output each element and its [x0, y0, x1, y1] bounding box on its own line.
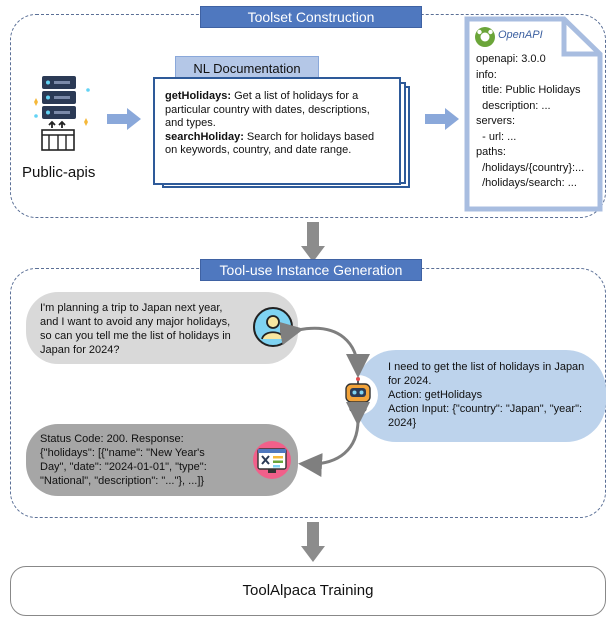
openapi-document [464, 16, 603, 212]
conversation-arrows [280, 321, 371, 477]
search-holiday-desc: Search for holidays based on keywords, c… [165, 130, 375, 157]
openapi-line: title: Public Holidays [476, 84, 581, 96]
openapi-line: openapi: 3.0.0 [476, 53, 546, 65]
assistant-thought: I need to get the list of holidays in Ja… [388, 361, 585, 387]
toolset-banner: Toolset Construction [200, 6, 422, 28]
openapi-line: /holidays/search: ... [476, 177, 577, 189]
tools-icon [253, 441, 291, 479]
training-box [10, 566, 606, 616]
get-holidays-name: getHolidays: [165, 90, 232, 102]
user-message: I'm planning a trip to Japan next year, … [26, 292, 298, 364]
down-arrow-icon [301, 222, 325, 262]
openapi-line: - url: ... [476, 130, 517, 143]
openapi-line: servers: [476, 115, 516, 127]
tool-response: Status Code: 200. Response: {"holidays":… [26, 424, 298, 496]
openapi-logo-icon [475, 27, 495, 47]
down-arrow-icon [301, 522, 325, 562]
openapi-title: OpenAPI [498, 29, 543, 41]
search-holiday-name: searchHoliday: [165, 130, 244, 143]
openapi-spec: openapi: 3.0.0 info: title: Public Holid… [476, 52, 584, 192]
right-arrow-icon [425, 108, 459, 130]
server-icon [34, 76, 90, 151]
training-label: ToolAlpaca Training [242, 582, 374, 599]
right-arrow-icon [107, 108, 141, 130]
openapi-line: paths: [476, 146, 506, 158]
assistant-action: Action: getHolidays [388, 389, 483, 401]
instance-banner: Tool-use Instance Generation [200, 259, 422, 281]
assistant-message: I need to get the list of holidays in Ja… [356, 350, 606, 442]
openapi-line: /holidays/{country}:... [476, 161, 585, 174]
openapi-line: description: ... [476, 99, 551, 112]
public-apis-label: Public-apis [22, 164, 96, 181]
get-holidays-desc: Get a list of holidays for a particular … [165, 90, 370, 129]
assistant-action-input: Action Input: {"country": "Japan", "year… [388, 403, 583, 429]
openapi-line: info: [476, 68, 497, 81]
doc-card: getHolidays: Get a list of holidays for … [153, 77, 401, 185]
